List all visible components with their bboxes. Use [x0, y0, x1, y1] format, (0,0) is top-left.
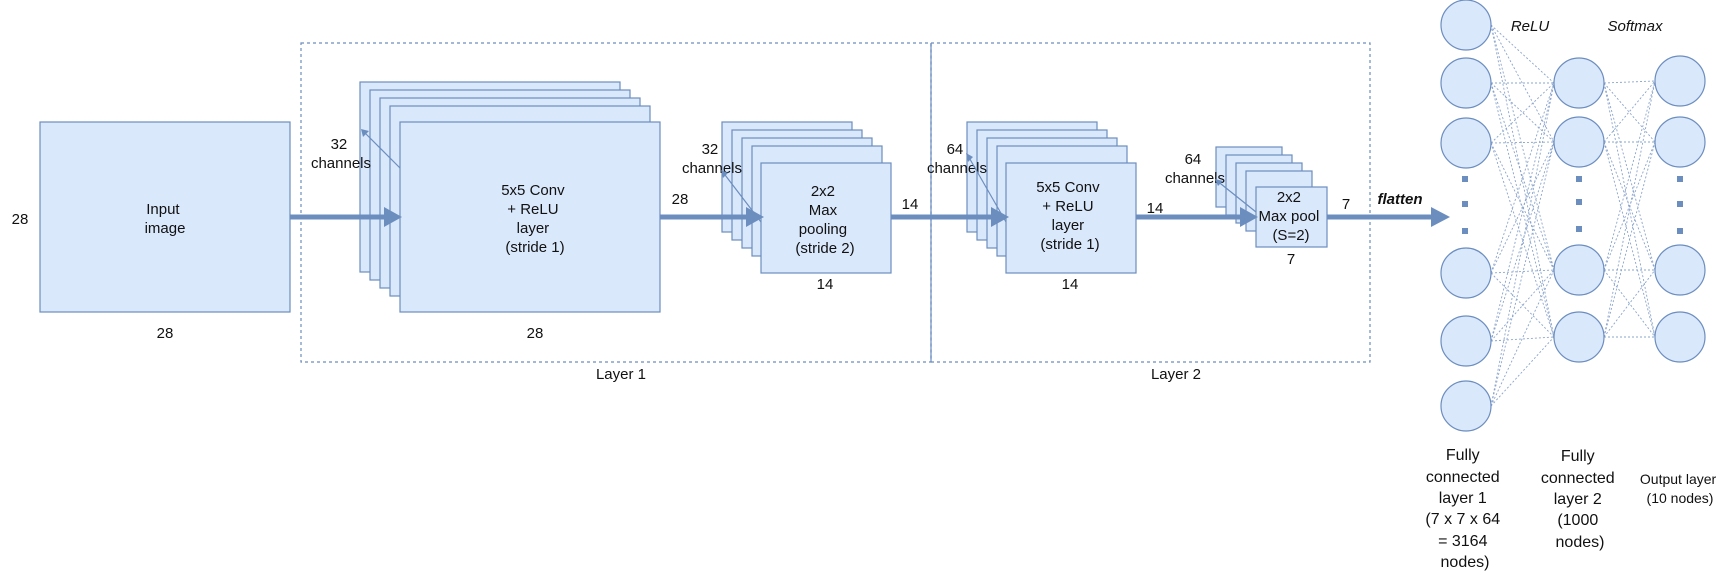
flow-arrows — [290, 207, 1450, 227]
fc-edge — [1490, 141, 1555, 342]
conv1-label: 5x5 Conv + ReLU layer (stride 1) — [501, 182, 569, 256]
fc-edge — [1490, 141, 1555, 274]
conv2-channels-label: 64 channels — [927, 141, 987, 177]
conv2-channels-pointer — [966, 153, 1007, 223]
fc-edge — [1603, 80, 1656, 84]
fc-edge — [1490, 82, 1555, 407]
conv2-feature-map-stack — [966, 121, 1137, 274]
conv1-feature-map-stack — [359, 81, 661, 313]
conv1-out-label: 28 — [672, 191, 689, 208]
fc1-caption: Fully connected layer 1 (7 x 7 x 64 = 31… — [1425, 447, 1504, 571]
fc2-caption: Fully connected layer 2 (1000 nodes) — [1541, 448, 1619, 551]
pool1-width-label: 14 — [817, 276, 834, 293]
pool2-width-label: 7 — [1287, 251, 1295, 268]
conv2-width-label: 14 — [1062, 276, 1079, 293]
fc-edge — [1490, 82, 1555, 271]
fc2-nodes — [1553, 57, 1605, 363]
layer2-label: Layer 2 — [1151, 366, 1201, 383]
fc-edge — [1490, 269, 1555, 407]
fc-edge — [1490, 24, 1555, 271]
pool2-out-label: 7 — [1342, 196, 1350, 213]
fc-edge — [1490, 142, 1555, 338]
fc-edge — [1603, 80, 1656, 338]
fc-edge — [1603, 80, 1656, 143]
fc-edge — [1490, 24, 1555, 143]
relu-label: ReLU — [1511, 18, 1550, 35]
pool1-label: 2x2 Max pooling (stride 2) — [795, 183, 854, 257]
conv2-out-label: 14 — [1147, 200, 1164, 217]
flatten-label: flatten — [1378, 191, 1423, 208]
conv1-channels-label: 32 channels — [311, 136, 371, 172]
fc-edge — [1603, 141, 1656, 338]
fc-edges — [1490, 24, 1656, 407]
pool1-feature-map-stack — [721, 121, 892, 274]
fc-edge — [1490, 269, 1555, 274]
layer1-group-box — [300, 42, 932, 363]
fc-edge — [1490, 82, 1555, 342]
pool1-out-label: 14 — [902, 196, 919, 213]
layer1-label: Layer 1 — [596, 366, 646, 383]
conv1-channels-pointer — [361, 129, 401, 169]
input-image-label: Input image — [145, 201, 186, 237]
fc-edge — [1490, 272, 1555, 338]
pool2-label: 2x2 Max pool (S=2) — [1258, 189, 1323, 244]
conv2-label: 5x5 Conv + ReLU layer (stride 1) — [1036, 179, 1104, 253]
pool2-channels-pointer — [1215, 179, 1257, 213]
softmax-label: Softmax — [1607, 18, 1663, 35]
fc-edge — [1490, 141, 1555, 407]
fc-edge — [1490, 336, 1555, 407]
fc-edge — [1603, 80, 1656, 271]
input-width-label: 28 — [157, 325, 174, 342]
fc-edge — [1490, 336, 1555, 342]
fc-edge — [1490, 82, 1555, 144]
fc-edge — [1490, 24, 1555, 338]
conv1-width-label: 28 — [527, 325, 544, 342]
fc-edge — [1490, 141, 1555, 144]
pool2-feature-map-stack — [1215, 146, 1328, 248]
input-height-label: 28 — [12, 211, 29, 228]
fc-edge — [1603, 82, 1656, 143]
fc1-nodes — [1440, 0, 1492, 432]
fc-edge — [1490, 82, 1555, 338]
output-caption: Output layer (10 nodes) — [1640, 471, 1720, 506]
output-nodes — [1654, 55, 1706, 363]
pool2-channels-label: 64 channels — [1165, 151, 1225, 187]
fc-edge — [1490, 82, 1555, 274]
fc-edge — [1603, 141, 1656, 271]
